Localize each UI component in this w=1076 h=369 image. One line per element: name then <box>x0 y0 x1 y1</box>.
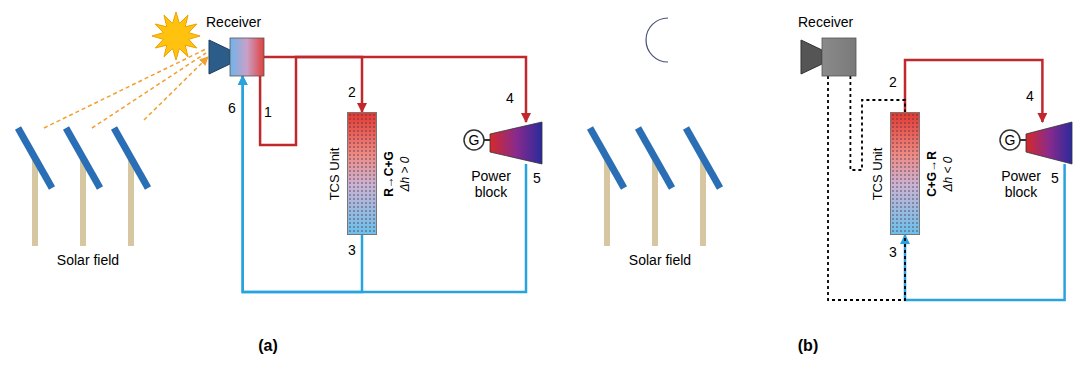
solar-field: Solar field <box>8 120 168 270</box>
heliostat-post <box>652 158 658 246</box>
reaction-label: Δh > 0 <box>399 156 413 191</box>
heliostat-post <box>604 158 610 246</box>
moon-icon <box>646 18 668 62</box>
flow-line <box>243 76 526 292</box>
node-shape <box>208 38 264 76</box>
solar-field: Solar field <box>580 120 740 270</box>
node-shape <box>580 120 740 270</box>
state-number: 2 <box>889 75 897 89</box>
node-label: TCS Unit <box>871 148 886 201</box>
flow-line <box>264 57 526 122</box>
reaction-label: R→C+G <box>383 151 397 197</box>
sun-star <box>152 12 200 60</box>
node-label: Receiver <box>798 14 853 30</box>
flow-line <box>144 57 208 120</box>
receiver-box: Receiver <box>208 38 264 76</box>
state-number: 5 <box>1051 171 1059 185</box>
turbine-symbol <box>490 122 542 164</box>
receiver-dish <box>801 40 822 74</box>
heliostat-post <box>700 158 706 246</box>
generator-letter: G <box>1005 133 1016 147</box>
sun-ray <box>92 53 206 128</box>
state-number: 6 <box>228 101 236 115</box>
heliostat-mirror <box>18 128 52 188</box>
generator-letter: G <box>469 133 480 147</box>
heliostat-mirror <box>114 128 148 188</box>
heliostat-mirror <box>638 128 672 188</box>
state-number: 3 <box>889 245 897 259</box>
turbine-symbol <box>1026 122 1072 164</box>
state-number: 3 <box>348 243 356 257</box>
receiver-box: Receiver <box>800 38 856 76</box>
heliostat-mirror <box>686 128 720 188</box>
heliostat-post <box>80 158 86 246</box>
node-label: Receiver <box>206 14 261 30</box>
panel-caption: (b) <box>798 338 818 354</box>
state-number: 2 <box>348 85 356 99</box>
tcs-unit: TCS UnitR→C+GΔh > 0 <box>347 112 377 235</box>
node-label: Power block <box>998 168 1044 200</box>
generator-symbol <box>464 130 484 150</box>
heliostat-post <box>128 158 134 246</box>
state-number: 4 <box>506 91 514 105</box>
reaction-label: C+G→R <box>926 151 940 197</box>
receiver-dish <box>209 40 230 74</box>
heliostat-mirror <box>590 128 624 188</box>
node-label: TCS Unit <box>328 148 343 201</box>
flow-line <box>905 60 1042 122</box>
tcs-unit: TCS UnitC+G→RΔh < 0 <box>890 112 920 235</box>
sun-ray <box>44 49 206 128</box>
node-label: Power block <box>466 168 516 200</box>
node-label: Solar field <box>8 252 168 268</box>
state-number: 4 <box>1026 89 1034 103</box>
panel-caption: (a) <box>258 338 278 354</box>
reaction-label: Δh < 0 <box>942 156 956 191</box>
node-shape <box>800 38 856 76</box>
generator-symbol <box>1000 130 1020 150</box>
heliostat-mirror <box>66 128 100 188</box>
receiver-body <box>230 38 264 76</box>
node-label: Solar field <box>580 252 740 268</box>
sun-icon <box>152 12 200 60</box>
heliostat-post <box>32 158 38 246</box>
flow-line <box>243 76 362 292</box>
node-shape <box>8 120 168 270</box>
receiver-body <box>822 38 856 76</box>
state-number: 5 <box>533 171 541 185</box>
state-number: 1 <box>264 105 272 119</box>
